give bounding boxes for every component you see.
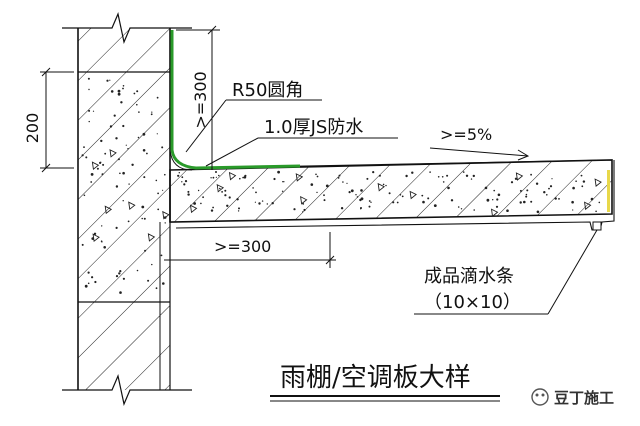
leader-r50	[185, 99, 322, 153]
waterproof-membrane	[170, 30, 301, 170]
label-slope: >=5%	[440, 125, 492, 144]
break-line-top	[62, 12, 192, 44]
slope-arrow	[429, 147, 530, 161]
dimension-200	[40, 67, 74, 173]
break-line-bottom	[62, 374, 192, 406]
label-drip-strip: 成品滴水条	[424, 266, 514, 287]
wall-column	[77, 28, 171, 390]
canopy-slab	[169, 149, 615, 231]
leader-drip	[414, 229, 598, 315]
edge-sealant	[607, 170, 610, 212]
dimension-300-horizontal-label: >=300	[214, 237, 271, 256]
watermark-logo	[531, 388, 549, 406]
concrete-speckles	[81, 77, 602, 294]
dimension-200-label: 200	[23, 113, 42, 144]
label-r50-fillet: R50圆角	[232, 80, 303, 101]
label-js-waterproof: 1.0厚JS防水	[264, 117, 363, 138]
dimension-300-vertical-label: >=300	[191, 71, 210, 128]
dimension-300-vertical	[176, 25, 220, 170]
label-drip-size: （10×10）	[424, 292, 521, 313]
dimension-300-horizontal	[164, 232, 336, 268]
drawing-title: 雨棚/空调板大样	[280, 363, 471, 393]
watermark-text: 豆丁施工	[554, 389, 614, 407]
leader-js	[205, 137, 398, 167]
